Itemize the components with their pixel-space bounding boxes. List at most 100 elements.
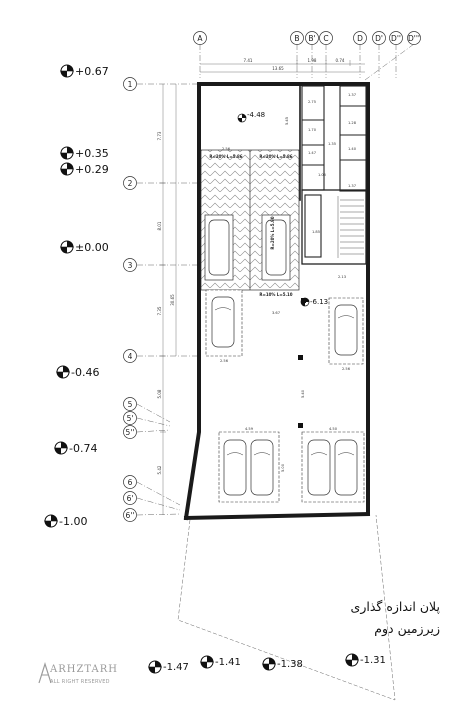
car bbox=[250, 439, 274, 496]
axis-label-D3: D''' bbox=[408, 34, 420, 43]
left-dimensions bbox=[160, 84, 177, 515]
level-marker: -0.74 bbox=[54, 441, 97, 455]
drawing-subtitle: زیرزمین دوم bbox=[374, 621, 440, 636]
level-marker: +0.29 bbox=[60, 162, 109, 176]
structural-columns bbox=[298, 298, 306, 428]
dimension-label: R=20% L=5.86 bbox=[259, 154, 292, 159]
level-value: -1.00 bbox=[59, 514, 88, 528]
level-icon bbox=[60, 146, 74, 160]
level-icon bbox=[148, 660, 162, 674]
level-value: -0.46 bbox=[71, 365, 100, 379]
level-value: -1.41 bbox=[215, 656, 241, 668]
axis-bubble-2 bbox=[123, 176, 137, 190]
dimension-label: 1.28 bbox=[348, 121, 357, 125]
level-marker: -0.46 bbox=[56, 365, 99, 379]
axis-bubble-4 bbox=[123, 349, 137, 363]
axis-bubble-5 bbox=[123, 397, 137, 411]
axis-label-D: D bbox=[357, 34, 363, 43]
dimension-label: 1.85 bbox=[312, 230, 320, 234]
axis-bubble-6 bbox=[123, 475, 137, 489]
column-axis-bubbles bbox=[193, 31, 421, 45]
level-marker: -1.38 bbox=[262, 657, 303, 671]
axis-bubble-6b bbox=[123, 508, 137, 522]
level-icon bbox=[262, 657, 276, 671]
axis-label-B: B bbox=[294, 34, 299, 43]
level-marker: -1.31 bbox=[345, 653, 386, 667]
axis-bubble-6a bbox=[123, 491, 137, 505]
car bbox=[211, 296, 235, 348]
dim-left-5: 5.42 bbox=[157, 465, 162, 474]
level-icon bbox=[44, 514, 58, 528]
level-icon bbox=[200, 655, 214, 669]
dim-left-3: 7.35 bbox=[157, 306, 162, 315]
level-value: -1.38 bbox=[277, 658, 303, 670]
logo-brand: ARHZTARH bbox=[50, 664, 119, 675]
dim-top-b: 1.98 bbox=[308, 58, 317, 63]
dimension-label: -4.48 bbox=[247, 111, 265, 119]
axis-bubble-5b bbox=[123, 425, 137, 439]
axis-label-3: 3 bbox=[128, 261, 133, 270]
level-value: +0.35 bbox=[75, 146, 109, 160]
site-boundary bbox=[177, 514, 396, 701]
axis-label-D2: D'' bbox=[391, 34, 401, 43]
dimension-label: 5.00 bbox=[281, 463, 285, 472]
dimension-label: 5.45 bbox=[285, 117, 289, 125]
level-value: ±0.00 bbox=[75, 240, 109, 254]
outer-walls bbox=[183, 82, 371, 521]
level-icon bbox=[345, 653, 359, 667]
axis-label-4: 4 bbox=[128, 352, 133, 361]
axis-label-5a: 5' bbox=[127, 414, 134, 423]
axis-label-6b: 6'' bbox=[126, 511, 135, 520]
core-dims: 1.37 1.28 1.40 1.37 2.75 1.70 1.47 1.35 … bbox=[285, 93, 357, 279]
level-icon bbox=[56, 365, 70, 379]
axis-bubble-C bbox=[319, 31, 333, 45]
plan-level-marker-2: -6.13 bbox=[300, 297, 328, 307]
axis-bubble-3 bbox=[123, 258, 137, 272]
dimension-label: 2.56 bbox=[342, 367, 351, 371]
level-value: -1.31 bbox=[360, 654, 386, 666]
level-marker: -1.41 bbox=[200, 655, 241, 669]
axis-bubble-B bbox=[290, 31, 304, 45]
axis-label-C: C bbox=[323, 34, 328, 43]
dimension-label: 2.13 bbox=[338, 275, 346, 279]
dimension-label: 1.37 bbox=[348, 93, 356, 97]
axis-bubble-D bbox=[353, 31, 367, 45]
dimension-label: 2.75 bbox=[308, 100, 316, 104]
dimension-label: 1.05 bbox=[318, 173, 326, 177]
level-value: -0.74 bbox=[69, 441, 98, 455]
dim-left-total: 30.65 bbox=[170, 294, 175, 306]
axis-bubble-D2 bbox=[389, 31, 403, 45]
axis-label-1: 1 bbox=[128, 80, 133, 89]
dimension-label: 1.70 bbox=[308, 128, 317, 132]
car-windshields bbox=[214, 307, 355, 456]
dimension-label: -6.13 bbox=[310, 298, 328, 306]
axis-bubble-5a bbox=[123, 411, 137, 425]
dimension-label: R=20% L=5.90 bbox=[270, 216, 275, 249]
row-axis-bubbles bbox=[123, 77, 137, 522]
dimension-label: R=10% L=5.10 bbox=[259, 292, 292, 297]
axis-label-A: A bbox=[197, 34, 203, 43]
dim-top-total: 13.65 bbox=[272, 66, 284, 71]
level-marker: -1.47 bbox=[148, 660, 189, 674]
dim-left-1: 7.73 bbox=[157, 131, 162, 140]
service-core bbox=[301, 85, 367, 265]
stair-treads bbox=[337, 196, 364, 258]
axis-label-5: 5 bbox=[128, 400, 133, 409]
axis-bubble-A bbox=[193, 31, 207, 45]
dimension-label: 1.37 bbox=[348, 184, 356, 188]
car bbox=[334, 439, 358, 496]
axis-label-6a: 6' bbox=[127, 494, 134, 503]
ramp-labels: R=20% L=5.86 R=20% L=5.86 R=20% L=5.90 R… bbox=[209, 154, 292, 297]
level-value: -1.47 bbox=[163, 661, 189, 673]
dimension-label: 1.35 bbox=[328, 142, 336, 146]
axis-label-6: 6 bbox=[128, 478, 133, 487]
dim-left-2: 8.01 bbox=[157, 221, 162, 230]
car bbox=[223, 439, 247, 496]
axis-label-D1: D' bbox=[375, 34, 383, 43]
axis-label-5b: 5'' bbox=[126, 428, 135, 437]
dim-top-a: 7.41 bbox=[244, 58, 253, 63]
level-marker: ±0.00 bbox=[60, 240, 109, 254]
drawing-title-block: پلان اندازه گذاری زیرزمین دوم bbox=[300, 596, 440, 640]
top-dimensions bbox=[200, 60, 365, 73]
level-value: +0.67 bbox=[75, 64, 109, 78]
